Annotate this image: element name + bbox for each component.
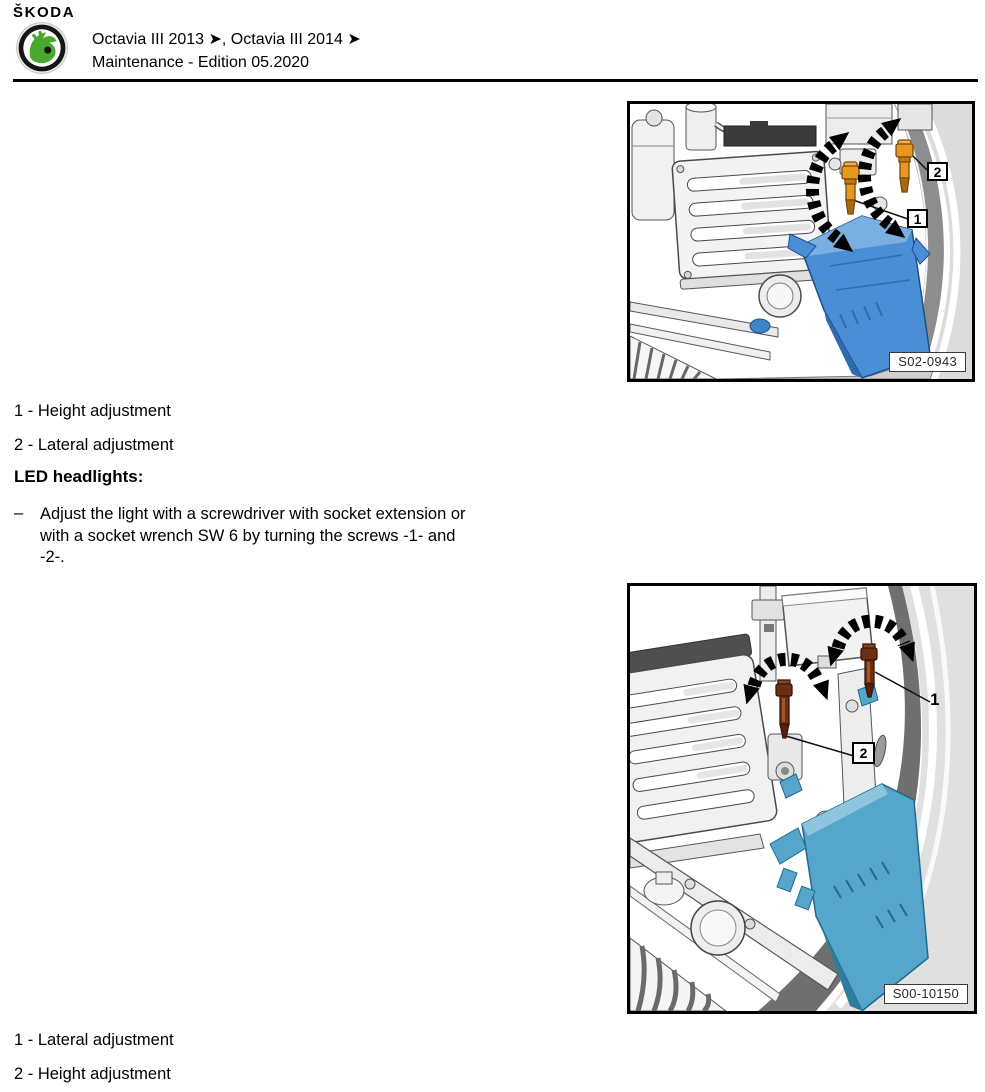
figure2-id-badge: S00-10150: [883, 984, 968, 1004]
instruction-line: with a socket wrench SW 6 by turning the…: [40, 526, 456, 545]
skoda-wordmark: ŠKODA: [13, 4, 76, 21]
caption-line: 1 - Lateral adjustment: [14, 1031, 174, 1049]
header-rule: [13, 79, 978, 82]
caption-line: 1 - Height adjustment: [14, 402, 171, 420]
figure1-callout-2: 2: [927, 162, 948, 181]
figure2-callout-2: 2: [852, 742, 875, 764]
caption-line: 2 - Height adjustment: [14, 1065, 171, 1083]
instruction-text: Adjust the light with a screwdriver with…: [40, 504, 466, 569]
figure-headlight-adjustment-2: 2 1 S00-10150: [627, 583, 977, 1014]
instruction-line: -2-.: [40, 548, 65, 566]
header-model-line: Octavia III 2013 ➤, Octavia III 2014 ➤: [92, 31, 361, 48]
caption-line: 2 - Lateral adjustment: [14, 436, 174, 454]
led-headlights-heading: LED headlights:: [14, 467, 144, 486]
engine-bay-illustration-1: [630, 104, 972, 379]
header-edition-line: Maintenance - Edition 05.2020: [92, 53, 310, 71]
figure1-id-badge: S02-0943: [889, 352, 966, 372]
skoda-logo-icon: [16, 22, 68, 74]
figure1-callout-1: 1: [907, 209, 928, 228]
figure2-callout-1: 1: [930, 690, 940, 709]
figure-headlight-adjustment-1: 1 2 S02-0943: [627, 101, 975, 382]
instruction-line: Adjust the light with a screwdriver with…: [40, 505, 466, 523]
instruction-dash: –: [14, 504, 24, 522]
engine-bay-illustration-2: [630, 586, 974, 1011]
header-text: Octavia III 2013 ➤, Octavia III 2014 ➤ M…: [92, 29, 361, 74]
